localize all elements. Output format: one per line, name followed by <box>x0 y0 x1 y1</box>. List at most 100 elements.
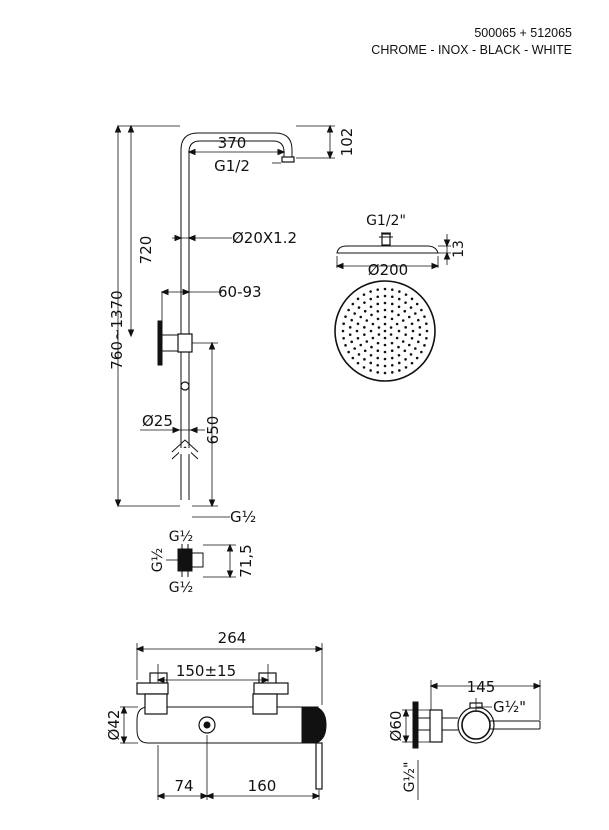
nozzle-dot <box>410 297 414 301</box>
bracket-clamp <box>177 333 193 353</box>
nozzle-dot <box>389 333 393 336</box>
dim-13-arrows <box>443 239 451 260</box>
nozzle-dot <box>403 349 407 353</box>
riser-pipe-outer <box>180 132 293 500</box>
nozzle-dot <box>350 340 354 344</box>
diverter-thread-bottom: G½ <box>169 580 193 596</box>
head-thickness: 13 <box>451 240 467 258</box>
nozzle-dot <box>342 336 345 340</box>
nozzle-dot <box>362 293 366 296</box>
thread-g12-bottom: G½ <box>230 508 256 526</box>
nozzle-dot <box>347 308 350 312</box>
nozzle-dot <box>410 361 414 365</box>
wall-plate <box>412 701 419 749</box>
dim-height: 760~1370 <box>108 290 126 369</box>
range-arrows <box>160 288 191 296</box>
side-pipe <box>442 717 458 731</box>
nozzle-dot <box>390 356 394 360</box>
left-connector-nut <box>136 682 169 695</box>
dim-bottom-lines <box>157 735 320 800</box>
nozzle-dot <box>370 313 373 317</box>
nozzle-dot <box>344 315 347 318</box>
nozzle-dot <box>389 326 393 329</box>
nozzle-dot <box>365 319 369 322</box>
nozzle-dot <box>397 297 401 301</box>
nozzle-dot <box>410 322 414 326</box>
nozzle-dot <box>376 341 380 345</box>
bracket-range: 60-93 <box>218 283 262 301</box>
nozzle-dot <box>403 309 407 313</box>
dim-720-lines <box>118 125 180 336</box>
nozzle-dot <box>404 333 407 336</box>
nozzle-dot <box>353 312 356 315</box>
nozzle-dot <box>404 326 407 329</box>
dim-370: 370 <box>218 134 247 152</box>
head-diameter: Ø200 <box>368 261 408 279</box>
left-connector-base <box>144 693 168 715</box>
right-connector-base <box>252 693 278 715</box>
dim-160: 160 <box>248 777 277 795</box>
nozzle-dot <box>376 317 380 321</box>
nozzle-dot <box>357 353 361 356</box>
dim-145-arrows <box>429 682 542 690</box>
nozzle-dot <box>363 358 366 361</box>
nozzle-dot <box>425 336 428 340</box>
nozzle-dot <box>383 315 387 319</box>
nozzle-dot <box>348 326 352 329</box>
dim-height-arrows <box>114 124 122 508</box>
mixer-side-dimensions: 145 G½" Ø60 G½" <box>387 678 542 800</box>
dim-650-arrows <box>208 341 216 508</box>
nozzle-dot <box>390 295 394 299</box>
nozzle-dot <box>376 363 380 367</box>
nozzle-dot <box>383 301 387 305</box>
nozzle-dot <box>401 319 405 322</box>
nozzle-dot <box>355 329 359 333</box>
dim-145-lines <box>430 680 541 720</box>
nozzle-dot <box>415 302 419 306</box>
dim-d42: Ø42 <box>105 710 123 741</box>
head-nozzles <box>341 287 429 375</box>
nozzle-dot <box>383 357 387 361</box>
nozzle-dot <box>414 347 417 350</box>
diverter-ports <box>181 544 204 577</box>
nozzle-dot <box>363 333 366 336</box>
nozzle-dot <box>404 293 408 296</box>
side-nut <box>429 709 443 743</box>
inlet-thread: G½" <box>402 762 418 793</box>
mixer-front-dimensions: 264 150±15 Ø42 74 160 <box>105 629 324 800</box>
hand-shower-knob <box>180 381 190 391</box>
nozzle-dot <box>347 350 350 354</box>
head-side-profile <box>336 245 439 254</box>
nozzle-dot <box>397 305 401 309</box>
product-codes: 500065 + 512065 <box>474 26 572 40</box>
dim-720-arrows <box>127 124 135 338</box>
mixer-front <box>136 672 327 790</box>
dim-102: 102 <box>338 128 356 157</box>
outlet-core <box>203 721 211 729</box>
nozzle-dot <box>395 322 399 326</box>
nozzle-dot <box>363 309 367 313</box>
nozzle-dot <box>401 340 405 343</box>
nozzle-dot <box>357 306 361 309</box>
nozzle-dot <box>353 347 356 350</box>
nozzle-dot <box>416 340 420 344</box>
side-connector <box>418 717 431 731</box>
nozzle-dot <box>383 364 387 368</box>
nozzle-dot <box>371 336 375 340</box>
nozzle-dot <box>376 302 380 306</box>
nozzle-dot <box>369 329 373 333</box>
nozzle-dot <box>423 315 426 318</box>
nozzle-dot <box>418 333 422 336</box>
nozzle-dot <box>376 288 380 291</box>
nozzle-dot <box>420 308 423 312</box>
head-side-nut <box>379 232 393 238</box>
range-leader <box>161 291 222 325</box>
nozzle-dot <box>411 329 415 333</box>
nozzle-dot <box>409 353 413 356</box>
riser-pipe-inner <box>188 140 285 500</box>
nozzle-dot <box>341 329 345 333</box>
nozzle-dot <box>404 358 407 361</box>
nozzle-dot <box>397 361 401 365</box>
